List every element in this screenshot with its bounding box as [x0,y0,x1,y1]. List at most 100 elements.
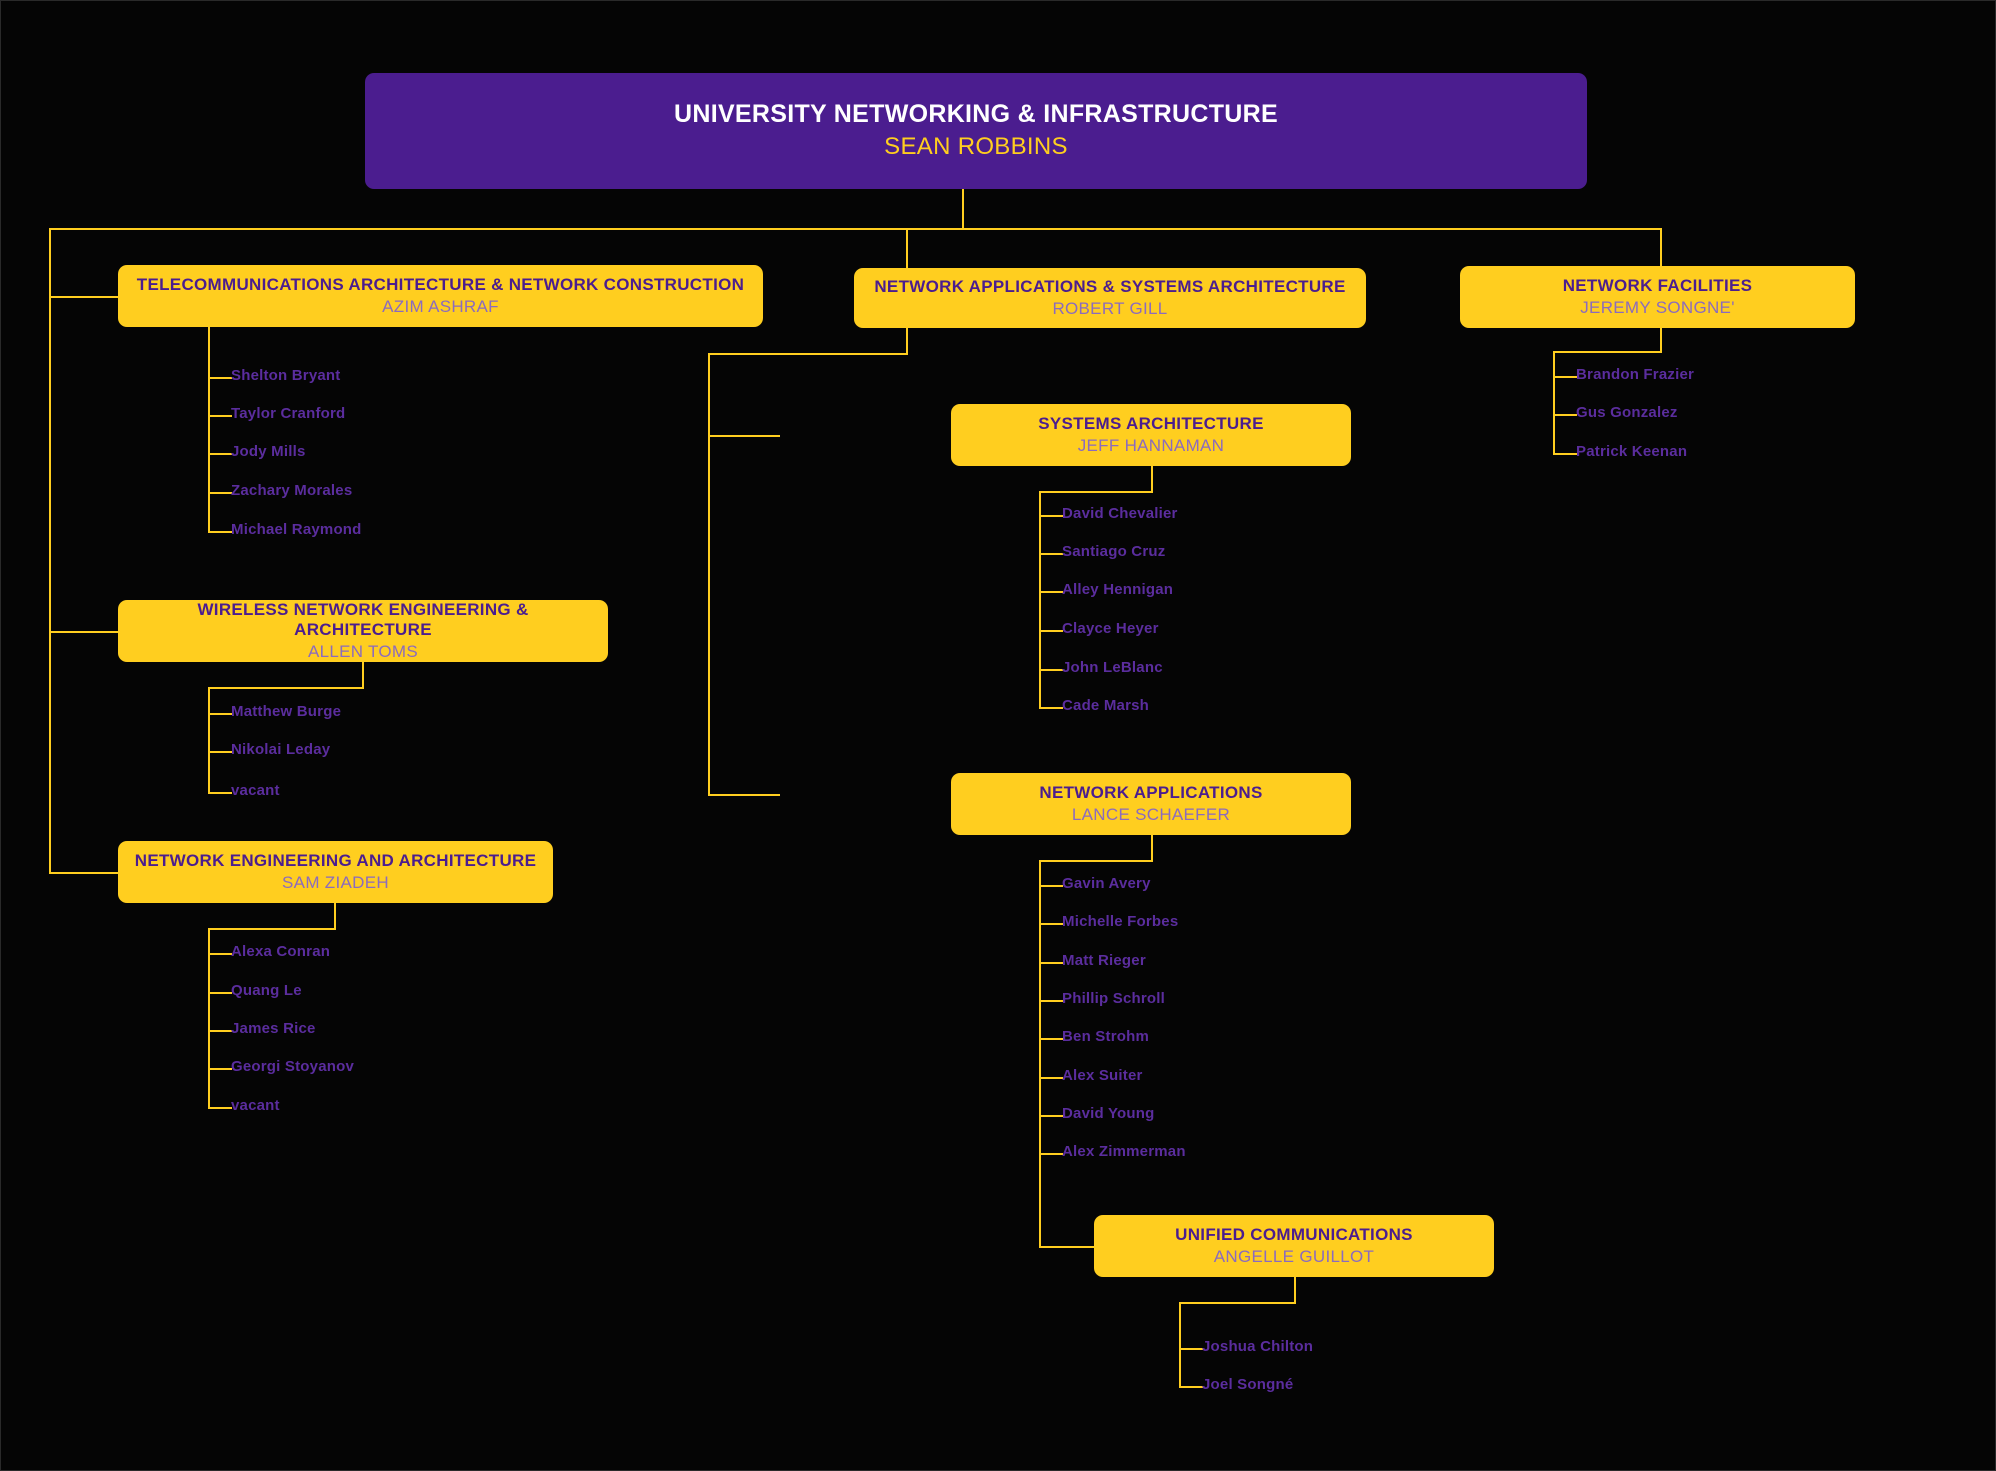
node-lead: JEFF HANNAMAN [1077,435,1225,455]
node-title: NETWORK APPLICATIONS [1039,782,1263,802]
node-title: WIRELESS NETWORK ENGINEERING & ARCHITECT… [197,599,529,639]
staff-item: Quang Le [231,982,302,999]
connector-netengineering-spine [208,928,210,1108]
connector-telecom-leaf [208,415,232,417]
staff-item: Taylor Cranford [231,405,346,422]
staff-item: Joshua Chilton [1202,1338,1314,1355]
connector-netapplications-spine [1039,860,1041,1247]
connector-middle-left-branchbar [708,353,908,355]
connector-middle-stub-netapps [708,794,780,796]
connector-root-bus [49,228,1661,230]
staff-item: Nikolai Leday [231,741,331,758]
connector-netapplications-leaf [1039,1153,1063,1155]
node-lead: SAM ZIADEH [282,872,389,892]
staff-item: Zachary Morales [231,482,353,499]
connector-netapplications-leaf [1039,1077,1063,1079]
node-root-university-networking[interactable]: UNIVERSITY NETWORKING & INFRASTRUCTURE S… [365,73,1587,189]
connector-netapplications-leaf [1039,962,1063,964]
connector-netengineering-leaf [208,1068,232,1070]
connector-netapplications-elbow [1039,860,1153,862]
staff-item: David Chevalier [1062,505,1178,522]
connector-left-trunk [49,228,51,873]
connector-facilities-elbow [1553,351,1662,353]
node-title: UNIVERSITY NETWORKING & INFRASTRUCTURE [673,100,1278,129]
connector-telecom-stem [208,327,210,353]
node-title: TELECOMMUNICATIONS ARCHITECTURE & NETWOR… [136,274,745,294]
connector-right-drop [1660,228,1662,266]
staff-item: Joel Songné [1202,1376,1294,1393]
connector-netengineering-elbow [208,928,336,930]
connector-telecom-leaf [208,492,232,494]
connector-middle-drop [906,228,908,300]
node-lead: LANCE SCHAEFER [1071,804,1231,824]
connector-systems-leaf [1039,591,1063,593]
connector-wireless-leaf [208,751,232,753]
staff-item: Santiago Cruz [1062,543,1166,560]
connector-systems-leaf [1039,515,1063,517]
connector-left-stub-netengineering [49,872,119,874]
connector-wireless-stem [362,662,364,688]
node-systems-architecture[interactable]: SYSTEMS ARCHITECTURE JEFF HANNAMAN [951,404,1351,466]
node-lead: ALLEN TOMS [307,641,419,661]
connector-wireless-leaf [208,713,232,715]
staff-item: Shelton Bryant [231,367,341,384]
connector-netapplications-stem [1151,835,1153,861]
staff-item: Phillip Schroll [1062,990,1166,1007]
connector-facilities-spine [1553,351,1555,454]
staff-item: David Young [1062,1105,1155,1122]
connector-telecom-spine [208,352,210,532]
connector-unified-leaf [1179,1348,1203,1350]
node-network-facilities[interactable]: NETWORK FACILITIES JEREMY SONGNE' [1460,266,1855,328]
connector-root-stem [962,189,964,229]
staff-item: Gavin Avery [1062,875,1151,892]
connector-left-stub-telecom [49,296,119,298]
staff-item: Matthew Burge [231,703,342,720]
staff-item: Patrick Keenan [1576,443,1688,460]
connector-telecom-leaf [208,453,232,455]
node-title: NETWORK FACILITIES [1562,275,1753,295]
node-title: SYSTEMS ARCHITECTURE [1038,413,1264,433]
connector-wireless-leaf [208,792,232,794]
connector-wireless-spine [208,687,210,794]
staff-item: Ben Strohm [1062,1028,1150,1045]
staff-item: Alex Zimmerman [1062,1143,1186,1160]
node-title: UNIFIED COMMUNICATIONS [1175,1224,1413,1244]
connector-facilities-leaf [1553,376,1577,378]
connector-systems-leaf [1039,553,1063,555]
staff-item: Jody Mills [231,443,306,460]
node-title: NETWORK ENGINEERING AND ARCHITECTURE [134,850,537,870]
connector-facilities-leaf [1553,453,1577,455]
staff-item: Alexa Conran [231,943,331,960]
staff-item: Matt Rieger [1062,952,1146,969]
connector-unified-stem [1294,1277,1296,1303]
staff-item: Michelle Forbes [1062,913,1179,930]
staff-item: Alley Hennigan [1062,581,1174,598]
node-lead: ROBERT GILL [1052,298,1168,318]
connector-telecom-leaf [208,377,232,379]
connector-netapplications-leaf [1039,885,1063,887]
node-wireless-network-engineering[interactable]: WIRELESS NETWORK ENGINEERING & ARCHITECT… [118,600,608,662]
connector-netengineering-stem [334,903,336,929]
node-lead: JEREMY SONGNE' [1580,297,1735,317]
connector-telecom-leaf [208,531,232,533]
connector-systems-stem [1151,466,1153,492]
node-network-engineering-architecture[interactable]: NETWORK ENGINEERING AND ARCHITECTURE SAM… [118,841,553,903]
staff-item: vacant [231,782,280,799]
connector-netapplications-leaf [1039,1038,1063,1040]
staff-item: Georgi Stoyanov [231,1058,355,1075]
connector-netengineering-leaf [208,1107,232,1109]
staff-item: Clayce Heyer [1062,620,1159,637]
node-telecommunications-architecture[interactable]: TELECOMMUNICATIONS ARCHITECTURE & NETWOR… [118,265,763,327]
node-unified-communications[interactable]: UNIFIED COMMUNICATIONS ANGELLE GUILLOT [1094,1215,1494,1277]
connector-netapplications-leaf [1039,1115,1063,1117]
node-lead: ANGELLE GUILLOT [1213,1246,1375,1266]
staff-item: Gus Gonzalez [1576,404,1678,421]
connector-unified-spine [1179,1302,1181,1386]
node-network-applications-systems-architecture[interactable]: NETWORK APPLICATIONS & SYSTEMS ARCHITECT… [854,268,1366,328]
staff-item: Cade Marsh [1062,697,1150,714]
connector-systems-leaf [1039,669,1063,671]
connector-left-stub-wireless [49,631,119,633]
connector-systems-spine [1039,491,1041,708]
connector-netengineering-leaf [208,992,232,994]
node-network-applications[interactable]: NETWORK APPLICATIONS LANCE SCHAEFER [951,773,1351,835]
